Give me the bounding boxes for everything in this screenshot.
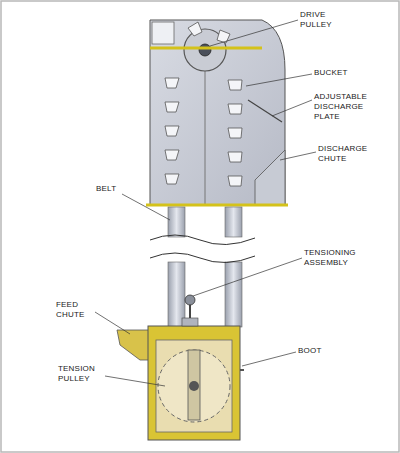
head-casing xyxy=(150,20,285,205)
part-label: DISCHARGE CHUTE xyxy=(318,144,380,164)
leader-lines xyxy=(95,20,316,386)
part-label: DRIVE PULLEY xyxy=(300,10,350,30)
tension-pulley xyxy=(158,350,230,422)
part-label: BOOT xyxy=(298,346,338,356)
part-label: TENSION PULLEY xyxy=(58,364,104,384)
head-shaft-beam xyxy=(150,47,262,50)
boot xyxy=(148,326,240,440)
part-label: BELT xyxy=(96,184,126,194)
discharge-chute xyxy=(255,150,285,205)
part-label: BUCKET xyxy=(314,68,374,78)
part-label: TENSIONING ASSEMBLY xyxy=(304,248,376,268)
part-label: FEED CHUTE xyxy=(56,300,96,320)
adjustable-discharge-plate xyxy=(248,100,282,122)
inspection-door xyxy=(152,22,174,44)
elevator-legs xyxy=(150,207,255,327)
buckets xyxy=(165,22,242,186)
feed-chute xyxy=(117,330,150,360)
part-label: ADJUSTABLE DISCHARGE PLATE xyxy=(314,92,374,122)
